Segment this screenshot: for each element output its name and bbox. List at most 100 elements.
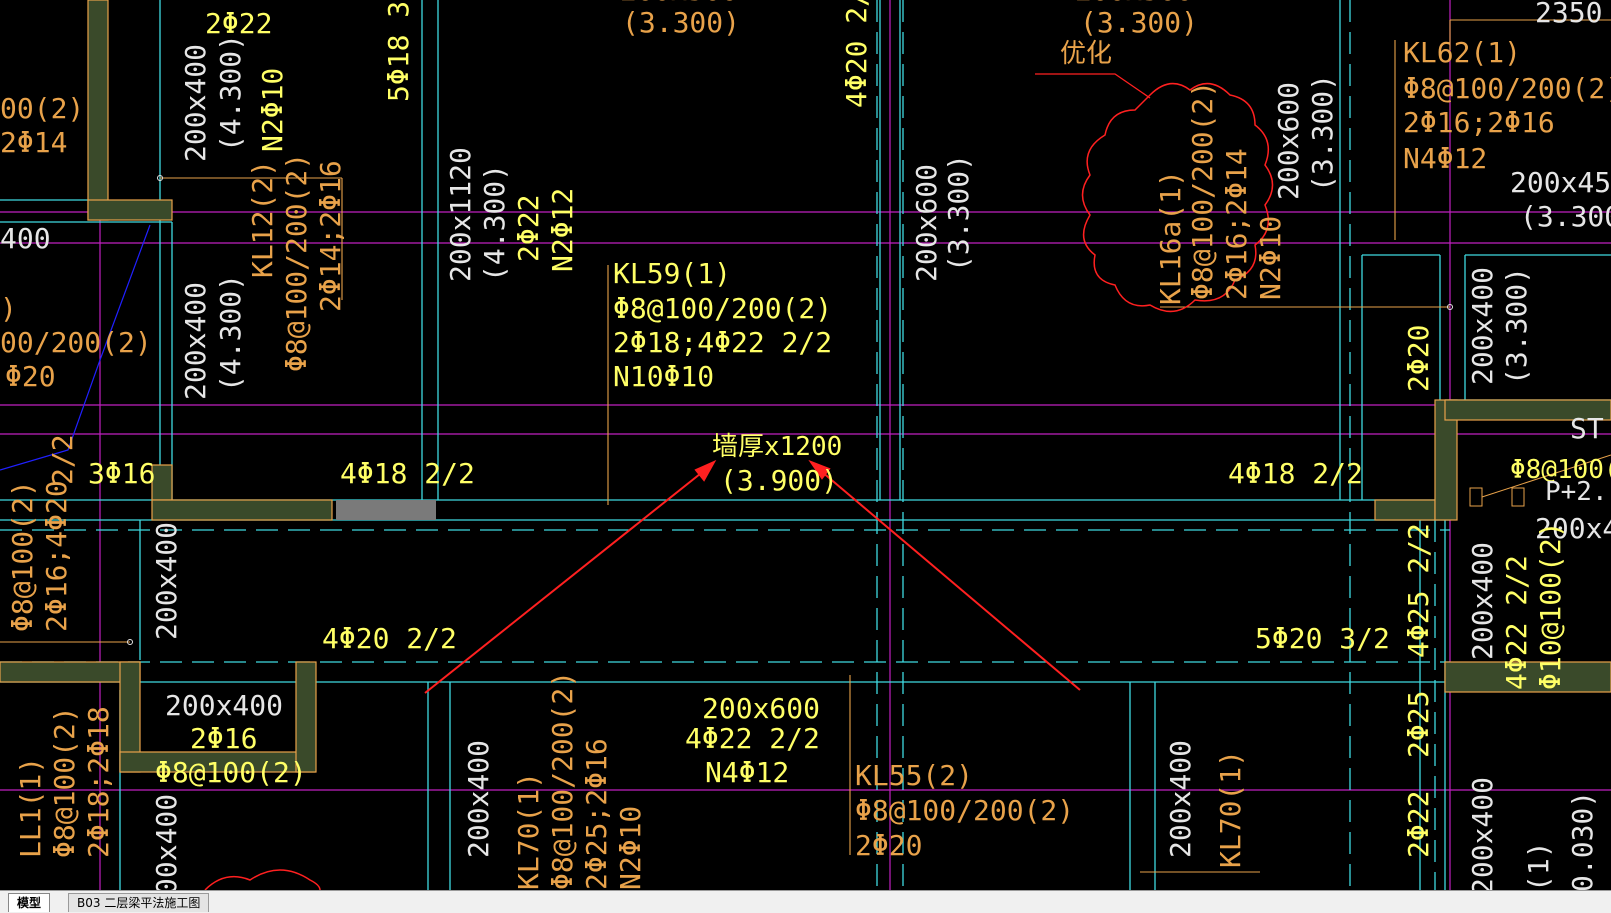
label-v-3300-b: (3.300)	[1306, 74, 1339, 192]
kl59-name: KL59(1)	[613, 257, 731, 290]
label-v-4300-c: (4.300)	[478, 164, 511, 282]
b-n: N4Φ12	[705, 756, 789, 789]
b-bars: 4Φ22 2/2	[685, 722, 820, 755]
label-left-22: 2/2	[46, 434, 79, 485]
label-top-a-elev: (3.300)	[622, 6, 740, 39]
kl59-stirrup: Φ8@100/200(2)	[613, 292, 832, 325]
box-bars: 2Φ16	[190, 722, 257, 755]
axis-lines	[0, 0, 1611, 890]
left-beam-stirrup: Φ8@100(2)	[6, 480, 39, 632]
label-v-4300-b: (4.300)	[214, 274, 247, 392]
kl59-n: N10Φ10	[613, 360, 714, 393]
label-v-200x1120: 200x1120	[444, 147, 477, 282]
label-left-p20: Φ20	[5, 360, 56, 393]
label-r-4p25: 4Φ25 2/2	[1402, 523, 1435, 658]
label-h-4p18-b: 4Φ18 2/2	[1228, 457, 1363, 490]
label-left-00-200: 00/200(2)	[0, 326, 152, 359]
label-r-p12: P+2.	[1545, 477, 1608, 507]
kl59-bars: 2Φ18;4Φ22 2/2	[613, 326, 832, 359]
label-r-0030: 0.030)	[1566, 791, 1599, 890]
blue-polyline	[0, 224, 151, 471]
ll11-stirrup: Φ8@100(2)	[48, 706, 81, 858]
label-v-5p18: 5Φ18 3/2	[382, 0, 415, 102]
kl16a-bars: 2Φ16;2Φ14	[1220, 148, 1253, 300]
kl62-name: KL62(1)	[1403, 36, 1521, 69]
label-top-left-a: 2Φ22	[205, 7, 272, 40]
ll11-bars: 2Φ18;2Φ18	[82, 706, 115, 858]
cad-drawing-canvas[interactable]: 200x500 (3.300) 200x500 (3.300) 2350 2Φ2…	[0, 0, 1611, 890]
kl12-name: KL12(2)	[246, 160, 279, 278]
label-r-200x400: 200x400	[1466, 267, 1499, 385]
label-top-right: 2350	[1535, 0, 1602, 29]
cloud-leader	[1035, 73, 1151, 99]
kl55-stirrup: Φ8@100/200(2)	[855, 794, 1074, 827]
label-v-n2p12: N2Φ12	[546, 188, 579, 272]
small-marks	[1469, 454, 1611, 507]
kl70a-n: N2Φ10	[614, 806, 647, 890]
label-h-4p18-a: 4Φ18 2/2	[340, 457, 475, 490]
tab-layout-b03[interactable]: B03 二层梁平法施工图	[68, 893, 210, 912]
tab-model[interactable]: 模型	[8, 893, 51, 912]
label-r-200x400-c: 200x400	[1466, 542, 1499, 660]
label-r-2p20: 2Φ20	[1402, 325, 1435, 392]
label-h-5p20: 5Φ20 3/2	[1255, 622, 1390, 655]
kl70b-name: KL70(1)	[1214, 750, 1247, 868]
wall-hatch	[0, 0, 1611, 773]
label-r-3300: (3.300)	[1520, 200, 1611, 233]
youhua-note: 优化	[1060, 39, 1112, 69]
gray-block	[336, 500, 436, 520]
label-v-n2p10: N2Φ10	[256, 68, 289, 152]
left-beam-bars: 2Φ16;4Φ20	[40, 480, 73, 632]
leader-lines	[0, 19, 1611, 873]
kl16a-name: KL16a(1)	[1154, 170, 1187, 305]
label-v-3300-a: (3.300)	[942, 154, 975, 272]
kl70a-bars: 2Φ25;2Φ16	[580, 738, 613, 890]
label-r-3300-b: (3.300)	[1500, 267, 1533, 385]
label-v-200x400-a: 200x400	[179, 44, 212, 162]
box-stirrup: Φ8@100(2)	[155, 756, 307, 789]
red-arrows	[424, 459, 1081, 694]
label-left-400: 400	[0, 222, 51, 255]
label-v-2p22: 2Φ22	[512, 195, 545, 262]
label-left-paren: )	[0, 292, 17, 325]
dashed-beam-lines	[0, 0, 1450, 890]
kl62-n: N4Φ12	[1403, 142, 1487, 175]
kl16a-n: N2Φ10	[1254, 216, 1287, 300]
kl62-bars: 2Φ16;2Φ16	[1403, 106, 1555, 139]
label-r-1: (1)	[1522, 841, 1555, 890]
label-v-200x400-e: 200x400	[1164, 740, 1197, 858]
label-r-2p25: 2Φ25	[1402, 691, 1435, 758]
ll11-name: LL1(1)	[14, 757, 47, 858]
label-v-4300-a: (4.300)	[214, 34, 247, 152]
kl55-name: KL55(2)	[855, 759, 973, 792]
label-top-a: 200x500	[620, 0, 738, 7]
label-v-200x400-c: 200x400	[150, 522, 183, 640]
label-v-200x400-b: 200x400	[179, 282, 212, 400]
layout-tab-bar: 模型 B03 二层梁平法施工图	[0, 890, 1611, 913]
label-r-p10: Φ10@100(2)	[1534, 521, 1567, 690]
label-v-4p20: 4Φ20 2/2	[840, 0, 873, 108]
label-r-p8: Φ8@100(	[1510, 455, 1611, 485]
label-r-200x40: 200x40	[1535, 512, 1611, 545]
wall-elevation-label: (3.900)	[720, 464, 838, 497]
label-top-b: 200x500	[1075, 0, 1193, 7]
kl70a-name: KL70(1)	[512, 772, 545, 890]
wall-thickness-label: 墙厚x1200	[712, 432, 842, 462]
label-h-4p20: 4Φ20 2/2	[322, 622, 457, 655]
label-v-200x600-b: 200x600	[1272, 82, 1305, 200]
label-left-2p14: 2Φ14	[0, 126, 67, 159]
label-left-00-2: 00(2)	[0, 92, 84, 125]
label-left-3p16: 3Φ16	[88, 457, 155, 490]
kl62-stirrup: Φ8@100/200(2)	[1403, 72, 1611, 105]
revision-cloud	[1081, 82, 1274, 313]
kl12-stirrup: Φ8@100/200(2)	[280, 153, 313, 372]
kl55-bars: 2Φ20	[855, 829, 922, 862]
label-v-00x400: 00x400	[150, 794, 183, 890]
kl12-bars: 2Φ14;2Φ16	[314, 160, 347, 312]
kl16a-stirrup: Φ8@100/200(2)	[1186, 81, 1219, 300]
kl70a-stirrup: Φ8@100/200(2)	[546, 671, 579, 890]
label-v-200x400-d: 200x400	[462, 740, 495, 858]
label-r-200x400-d: 200x400	[1466, 777, 1499, 890]
label-top-b-elev: (3.300)	[1080, 6, 1198, 39]
